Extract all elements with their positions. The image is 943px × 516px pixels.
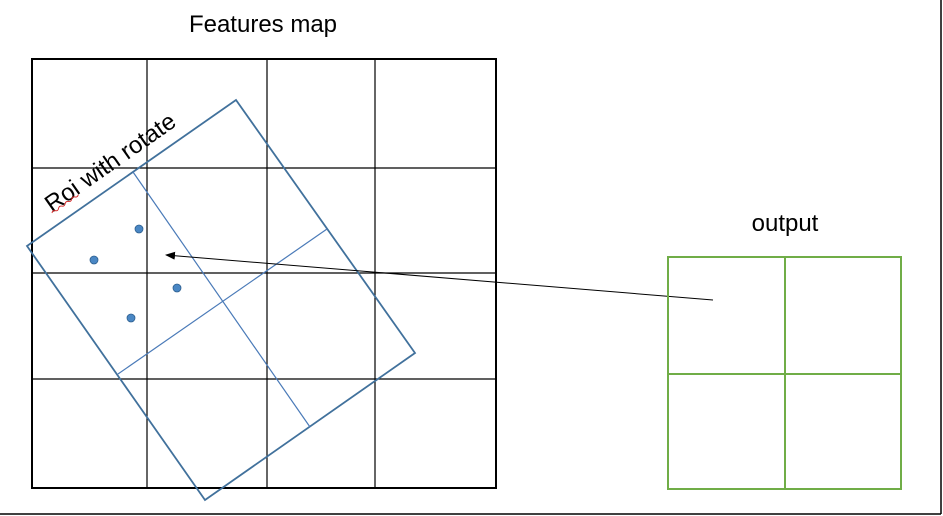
sample-point [89, 255, 99, 265]
roi-bin-divider [132, 171, 311, 428]
features-map-grid [31, 58, 497, 489]
mapping-arrow [165, 251, 714, 301]
sample-point [126, 313, 136, 323]
sample-point [134, 224, 144, 234]
spell-check-underline [51, 194, 79, 214]
roi-label: Roi with rotate [40, 108, 181, 218]
roi-rotated: Roi with rotate [25, 98, 417, 502]
output-grid [667, 256, 902, 490]
features-map-title: Features map [189, 11, 337, 38]
roi-bin-divider [117, 228, 328, 375]
sample-point [172, 283, 182, 293]
roi-border [25, 98, 417, 502]
output-title: output [752, 210, 819, 237]
